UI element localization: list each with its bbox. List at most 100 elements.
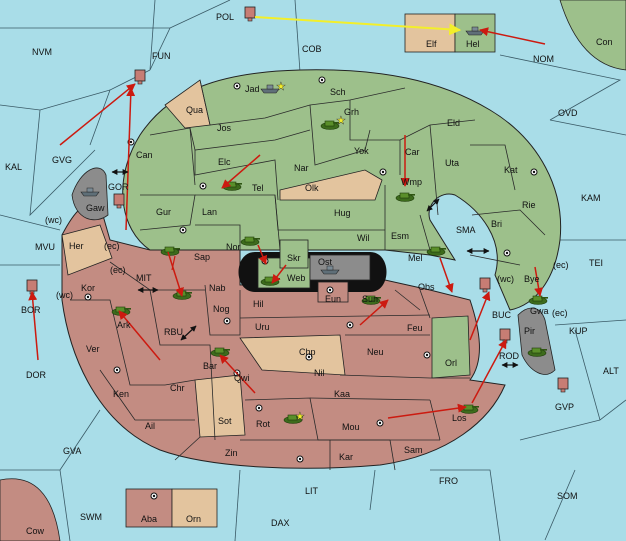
land-label-orl: Orl	[445, 358, 457, 368]
sea-label-swm: SWM	[80, 512, 102, 522]
sea-label-ovd: OVD	[558, 108, 578, 118]
sea-label-sma: SMA	[456, 225, 476, 235]
land-label-rie: Rie	[522, 200, 536, 210]
territory-aba[interactable]	[125, 488, 173, 528]
land-label-chr: Chr	[170, 383, 185, 393]
sea-label-tei: TEI	[589, 258, 603, 268]
sea-labels: POL COB NVM FUN NOM Con OVD KAL GVG KAM …	[5, 12, 619, 536]
land-label-sap: Sap	[194, 252, 210, 262]
land-label-yok: Yok	[354, 146, 369, 156]
land-label-eld: Eld	[447, 118, 460, 128]
land-label-esm: Esm	[391, 231, 409, 241]
sea-label-alt: ALT	[603, 366, 619, 376]
land-label-ec4: (ec)	[552, 308, 568, 318]
land-label-mel: Mel	[408, 253, 423, 263]
territory-elf[interactable]	[404, 13, 456, 53]
land-label-sam: Sam	[404, 445, 423, 455]
land-label-nar: Nar	[294, 163, 309, 173]
land-label-gaw: Gaw	[86, 203, 105, 213]
land-label-ost: Ost	[318, 257, 333, 267]
land-label-sun: Sun	[362, 294, 378, 304]
land-label-nil: Nil	[314, 368, 325, 378]
land-label-orn: Orn	[186, 514, 201, 524]
land-labels: Elf Hel Jad Sch Qua Jos Grh Eld Can Yok …	[45, 39, 569, 524]
passage-arrows	[111, 169, 519, 368]
land-label-ec2: (ec)	[110, 265, 126, 275]
sea-label-kam: KAM	[581, 193, 601, 203]
land-label-wil: Wil	[357, 233, 370, 243]
land-label-qwi: Qwi	[234, 373, 250, 383]
land-label-wc2: (wc)	[497, 274, 514, 284]
star-markers: ★ ★ ★	[276, 81, 346, 423]
land-label-jad: Jad	[245, 84, 260, 94]
territory-eun[interactable]	[317, 281, 349, 303]
sea-label-cow: Cow	[26, 526, 45, 536]
land-label-kat: Kat	[504, 165, 518, 175]
sea-label-pol: POL	[216, 12, 234, 22]
land-label-obs: Obs	[418, 282, 435, 292]
sea-label-rod: ROD	[499, 351, 520, 361]
sea-label-gvg: GVG	[52, 155, 72, 165]
sea-label-gvp: GVP	[555, 402, 574, 412]
territory-olk[interactable]	[279, 169, 383, 201]
land-label-jos: Jos	[217, 123, 232, 133]
land-label-ken: Ken	[113, 389, 129, 399]
territory-pir[interactable]	[517, 307, 556, 375]
sea-label-cob: COB	[302, 44, 322, 54]
land-label-sot: Sot	[218, 416, 232, 426]
land-label-uru: Uru	[255, 322, 270, 332]
sea-label-fro: FRO	[439, 476, 458, 486]
land-label-kor: Kor	[81, 283, 95, 293]
territory-orn[interactable]	[171, 488, 218, 528]
land-label-hug: Hug	[334, 208, 351, 218]
sea-label-lit: LIT	[305, 486, 319, 496]
land-label-kaa: Kaa	[334, 389, 350, 399]
land-label-hil: Hil	[253, 299, 264, 309]
land-label-zin: Zin	[225, 448, 238, 458]
land-label-skr: Skr	[287, 253, 301, 263]
land-label-eun: Eun	[325, 294, 341, 304]
sea-label-bor: BOR	[21, 305, 41, 315]
land-label-grh: Grh	[344, 107, 359, 117]
continent-south	[61, 203, 506, 469]
territory-her[interactable]	[61, 224, 113, 276]
supply-centers	[84, 76, 538, 500]
land-label-nog: Nog	[213, 304, 230, 314]
land-label-can: Can	[136, 150, 153, 160]
land-label-rot: Rot	[256, 419, 271, 429]
land-label-mou: Mou	[342, 422, 360, 432]
land-label-kar: Kar	[339, 452, 353, 462]
land-label-gwa: Gwa	[530, 306, 549, 316]
territory-sot[interactable]	[194, 374, 246, 438]
territory-skr[interactable]	[279, 239, 309, 269]
land-label-olk: Olk	[305, 183, 319, 193]
land-label-nor: Nor	[226, 242, 241, 252]
land-label-aba: Aba	[141, 514, 157, 524]
land-label-pir: Pir	[524, 326, 535, 336]
sea-label-buc: BUC	[492, 310, 512, 320]
north-borders	[139, 79, 546, 266]
sea-label-som: SOM	[557, 491, 578, 501]
land-label-her: Her	[69, 241, 84, 251]
land-label-chp: Chp	[299, 347, 316, 357]
land-label-uta: Uta	[445, 158, 459, 168]
territory-ost-inner[interactable]	[309, 254, 371, 281]
land-label-lan: Lan	[202, 207, 217, 217]
sea-label-rbu: RBU	[164, 327, 183, 337]
land-label-elf: Elf	[426, 39, 437, 49]
sea-label-con: Con	[596, 37, 613, 47]
sea-label-kup: KUP	[569, 326, 588, 336]
land-label-wmp: Wmp	[401, 177, 422, 187]
land-label-ver: Ver	[86, 344, 100, 354]
land-label-ec1: (ec)	[104, 241, 120, 251]
land-label-ark: Ark	[117, 320, 131, 330]
land-label-qua: Qua	[186, 105, 203, 115]
land-label-bri: Bri	[491, 219, 502, 229]
land-label-car: Car	[405, 147, 420, 157]
sea-label-fun: FUN	[152, 51, 171, 61]
land-label-los: Los	[452, 413, 467, 423]
territory-orl[interactable]	[431, 315, 471, 379]
sea-label-nom: NOM	[533, 54, 554, 64]
